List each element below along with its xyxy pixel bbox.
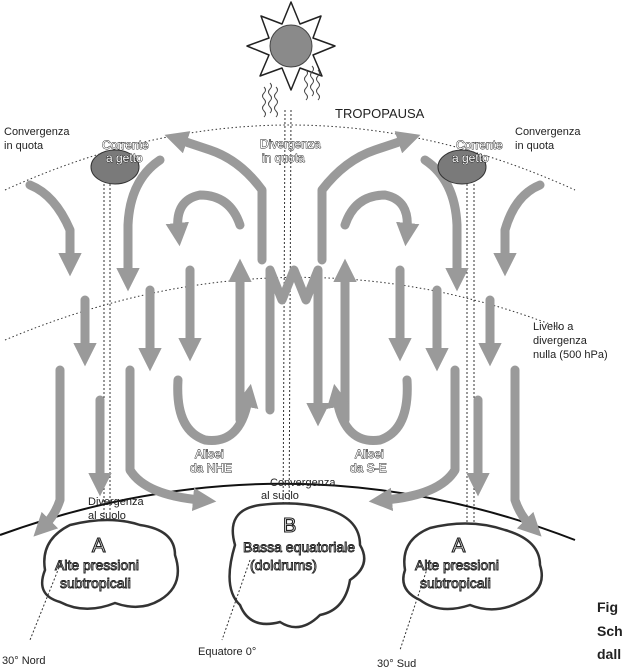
livello-label: Livello a [533, 321, 574, 333]
jet-left-label: Corrente [102, 138, 149, 152]
low-pressure-letter: B [283, 515, 296, 537]
alte-left-label: Alte pressioni [55, 557, 139, 573]
flow-arrows [30, 140, 540, 525]
figure-caption: dall [597, 646, 621, 662]
equatore-label: Equatore 0° [198, 646, 256, 658]
alisei-ne-label: da NHE [190, 461, 232, 475]
nord-label: 30° Nord [2, 655, 46, 667]
alte-left-label: subtropicali [60, 575, 131, 591]
bassa-label: (doldrums) [250, 557, 317, 573]
div-suolo-label: Divergenza [88, 496, 145, 508]
sun-icon [247, 2, 335, 90]
conv-suolo-label: al suolo [261, 490, 299, 502]
tropopause-label: TROPOPAUSA [335, 106, 425, 121]
conv-quota-right-label: Convergenza [515, 126, 581, 138]
alisei-se-label: Alisei [355, 447, 384, 461]
figure-caption: Fig [597, 599, 618, 615]
sud-label: 30° Sud [377, 658, 416, 670]
alte-right-label: Alte pressioni [415, 557, 499, 573]
conv-quota-right-label: in quota [515, 140, 555, 152]
div-suolo-label: al suolo [88, 510, 126, 522]
alte-right-label: subtropicali [420, 575, 491, 591]
latitude-lines [104, 110, 474, 535]
alisei-se-label: da S-E [350, 461, 387, 475]
high-pressure-letter-right: A [452, 535, 466, 557]
livello-label: divergenza [533, 335, 588, 347]
jet-right-label: a getto [452, 151, 489, 165]
livello-label: nulla (500 hPa) [533, 349, 608, 361]
bassa-label: Bassa equatoriale [243, 539, 355, 555]
conv-quota-left-label: in quota [4, 140, 44, 152]
div-quota-label: Divergenza [260, 137, 321, 151]
jet-right-label: Corrente [456, 138, 503, 152]
div-quota-label: in quota [262, 151, 305, 165]
figure-caption: Sch [597, 623, 623, 639]
jet-left-label: a getto [106, 151, 143, 165]
conv-suolo-label: Convergenza [270, 477, 336, 489]
conv-quota-left-label: Convergenza [4, 126, 70, 138]
alisei-ne-label: Alisei [195, 447, 224, 461]
high-pressure-letter-left: A [92, 535, 106, 557]
